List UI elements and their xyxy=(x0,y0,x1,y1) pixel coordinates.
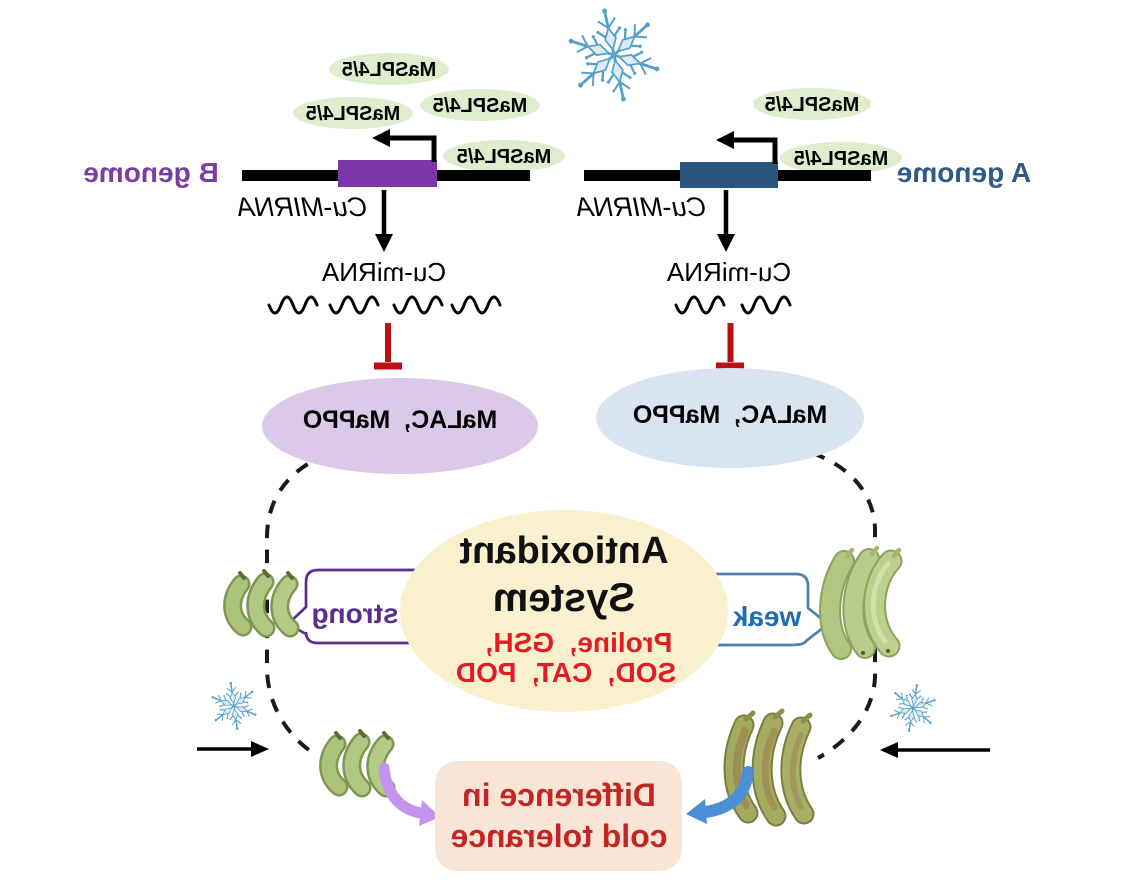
svg-text:MaSPL4/5: MaSPL4/5 xyxy=(765,94,859,116)
svg-text:Antioxidant: Antioxidant xyxy=(459,530,668,572)
svg-text:MaLAC, MaPPO: MaLAC, MaPPO xyxy=(633,401,827,429)
svg-text:B genome: B genome xyxy=(83,157,218,188)
svg-text:strong: strong xyxy=(311,598,398,629)
svg-text:weak: weak xyxy=(732,601,802,632)
svg-text:Proline, GSH,: Proline, GSH, xyxy=(486,627,673,658)
svg-text:cold tolerance: cold tolerance xyxy=(451,818,668,854)
svg-text:MaSPL4/5: MaSPL4/5 xyxy=(794,148,888,170)
svg-text:MaSPL4/5: MaSPL4/5 xyxy=(306,103,400,125)
svg-text:MaLAC, MaPPO: MaLAC, MaPPO xyxy=(303,406,497,434)
svg-text:A genome: A genome xyxy=(897,157,1031,188)
svg-text:MaSPL4/5: MaSPL4/5 xyxy=(457,146,551,168)
svg-text:SOD, CAT, POD: SOD, CAT, POD xyxy=(456,657,676,688)
svg-text:MaSPL4/5: MaSPL4/5 xyxy=(342,59,436,81)
svg-text:Difference in: Difference in xyxy=(462,777,656,813)
svg-text:System: System xyxy=(493,576,635,620)
svg-text:MaSPL4/5: MaSPL4/5 xyxy=(433,95,527,117)
svg-text:Cu-MIRNA: Cu-MIRNA xyxy=(237,192,368,222)
svg-text:Cu-MIRNA: Cu-MIRNA xyxy=(576,192,707,222)
svg-text:Cu-miRNA: Cu-miRNA xyxy=(666,257,791,287)
svg-text:Cu-miRNA: Cu-miRNA xyxy=(321,257,446,287)
